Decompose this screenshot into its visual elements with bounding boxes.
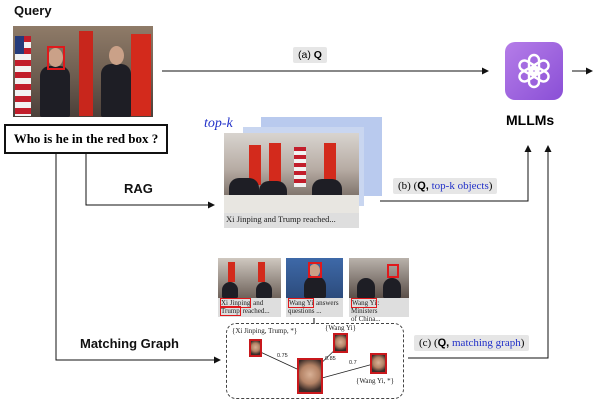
mllm-label: MLLMs [506, 112, 555, 128]
question-box: Who is he in the red box ? [4, 124, 168, 154]
matching-graph-box [226, 323, 404, 399]
path-a-label: (a) Q [293, 47, 327, 63]
graph-node-left [249, 339, 262, 357]
path-c-label: (c) (Q, matching graph) [414, 335, 530, 351]
thumbnail-1 [218, 258, 281, 298]
thumbnail-1-caption: Xi Jinping and Trump reached... [218, 298, 281, 317]
graph-node-right-label: {Wang Yi, *} [356, 377, 394, 385]
rag-label: RAG [124, 181, 153, 196]
graph-node-center [297, 358, 323, 394]
path-b-label: (b) (Q, top-k objects) [393, 178, 498, 194]
openai-logo-icon [518, 53, 550, 89]
graph-node-top-label: {Wang Yi} [325, 324, 356, 332]
graph-node-top [333, 333, 348, 353]
edge-weight-1: 0.75 [277, 353, 288, 359]
query-image [13, 26, 153, 117]
mllm-logo [505, 42, 563, 100]
retrieved-caption: Xi Jinping and Trump reached... [224, 213, 359, 228]
edge-weight-3: 0.7 [349, 360, 357, 366]
retrieved-image [224, 133, 359, 213]
edge-weight-2: 0.85 [325, 356, 336, 362]
query-label: Query [14, 3, 52, 18]
red-box-marker [47, 46, 65, 70]
graph-node-left-label: {Xi Jinping, Trump, *} [232, 327, 298, 335]
graph-node-right [370, 353, 387, 374]
topk-label: top-k [204, 116, 233, 131]
thumbnail-2-caption: Wang Yi answers questions ... [286, 298, 343, 317]
thumbnail-3 [349, 258, 409, 298]
thumbnail-3-caption: Wang Yi: Ministers of China... [349, 298, 409, 323]
matching-graph-label: Matching Graph [80, 336, 179, 351]
thumbnail-2 [286, 258, 343, 298]
